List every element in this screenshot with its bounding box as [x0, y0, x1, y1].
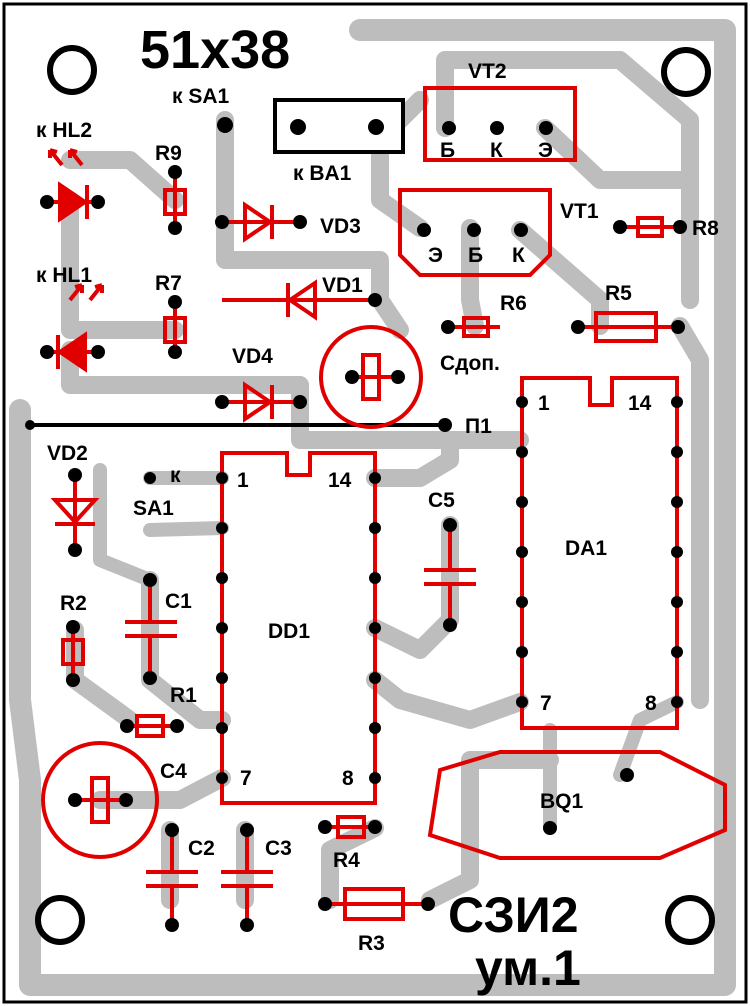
- component-label: C4: [160, 760, 187, 783]
- ic-pin: [516, 696, 528, 708]
- component-label: 8: [645, 692, 657, 715]
- component-label: 8: [342, 767, 354, 790]
- ic-pin: [369, 772, 381, 784]
- component-label: VD3: [320, 215, 361, 238]
- ic-pin: [516, 596, 528, 608]
- component-label: Б: [440, 139, 455, 162]
- component-label: R8: [692, 217, 719, 240]
- component-label: 14: [628, 392, 652, 415]
- diodes: [45, 181, 375, 550]
- component-label: C2: [188, 837, 215, 860]
- component-label: К: [490, 139, 503, 162]
- component-label: C5: [428, 489, 455, 512]
- ic-pin: [671, 496, 683, 508]
- component-labels: к SA1 к HL2 к HL1 к BA1 к SA1 R9 R7 R8 R…: [36, 60, 719, 955]
- component-label: 14: [328, 469, 352, 492]
- ic-pin: [516, 646, 528, 658]
- component-label: к HL1: [36, 264, 92, 287]
- ic-pin: [671, 596, 683, 608]
- led-arrows: [48, 148, 104, 302]
- component-label: DA1: [565, 537, 607, 560]
- component-label: Б: [468, 244, 483, 267]
- component-label: 1: [538, 392, 550, 415]
- vt2-outline: [423, 86, 577, 162]
- da1-outline: [520, 376, 679, 730]
- component-label: C1: [165, 590, 192, 613]
- board-revision: ум.1: [475, 940, 581, 996]
- component-label: R2: [60, 592, 87, 615]
- ic-pin: [369, 522, 381, 534]
- component-label: VD1: [322, 274, 363, 297]
- ic-pin: [671, 446, 683, 458]
- copper-traces: [9, 19, 736, 996]
- mounting-hole: [665, 895, 715, 945]
- ic-pin: [671, 646, 683, 658]
- board-size-label: 51x38: [140, 20, 290, 80]
- vt1-outline: [398, 188, 552, 277]
- component-label: к SA1: [172, 85, 230, 108]
- component-label: к BA1: [293, 162, 352, 185]
- component-label: 7: [240, 767, 252, 790]
- ic-pin: [369, 672, 381, 684]
- bq1-outline: [427, 750, 727, 860]
- component-label: Э: [538, 139, 553, 162]
- ic-pin: [369, 572, 381, 584]
- ic-pin: [516, 496, 528, 508]
- ic-pin: [369, 622, 381, 634]
- component-label: VT1: [560, 200, 599, 223]
- ic-pin: [216, 522, 228, 534]
- pads: [25, 117, 687, 932]
- component-label: R1: [170, 684, 197, 707]
- ic-pin: [369, 722, 381, 734]
- ic-pin: [216, 772, 228, 784]
- ic-pin: [671, 696, 683, 708]
- component-label: R3: [358, 932, 385, 955]
- ic-pin: [216, 622, 228, 634]
- ic-pin: [216, 572, 228, 584]
- mounting-holes: [35, 45, 715, 945]
- dd1-pins: [216, 472, 381, 784]
- ic-pin: [216, 672, 228, 684]
- dd1-outline: [220, 451, 377, 805]
- mounting-hole: [35, 895, 85, 945]
- ic-pin: [516, 446, 528, 458]
- capacitors: [41, 325, 476, 925]
- da1-pins: [516, 396, 683, 708]
- component-label: П1: [465, 415, 492, 438]
- mounting-hole: [47, 45, 97, 95]
- component-label: VD2: [47, 442, 88, 465]
- component-label: VT2: [468, 60, 507, 83]
- component-label: Сдоп.: [440, 352, 500, 375]
- component-label: к: [170, 464, 181, 487]
- component-label: к HL2: [36, 119, 92, 142]
- component-label: BQ1: [540, 790, 584, 813]
- component-label: R4: [333, 849, 360, 872]
- ic-pin: [369, 472, 381, 484]
- component-label: R7: [155, 272, 182, 295]
- board-name: СЗИ2: [448, 887, 579, 943]
- component-label: R5: [605, 282, 632, 305]
- component-label: R9: [155, 142, 182, 165]
- ic-pin: [671, 546, 683, 558]
- ic-pin: [516, 546, 528, 558]
- component-label: Э: [428, 244, 443, 267]
- mounting-hole: [661, 47, 711, 97]
- component-label: 7: [540, 692, 552, 715]
- ic-pin: [216, 722, 228, 734]
- component-label: VD4: [232, 345, 273, 368]
- component-label: DD1: [268, 620, 310, 643]
- component-label: R6: [500, 292, 527, 315]
- ic-pin: [516, 396, 528, 408]
- component-label: SA1: [133, 497, 174, 520]
- component-label: К: [512, 244, 525, 267]
- ic-pin: [671, 396, 683, 408]
- ic-pin: [216, 472, 228, 484]
- component-label: C3: [265, 837, 292, 860]
- component-label: 1: [237, 469, 249, 492]
